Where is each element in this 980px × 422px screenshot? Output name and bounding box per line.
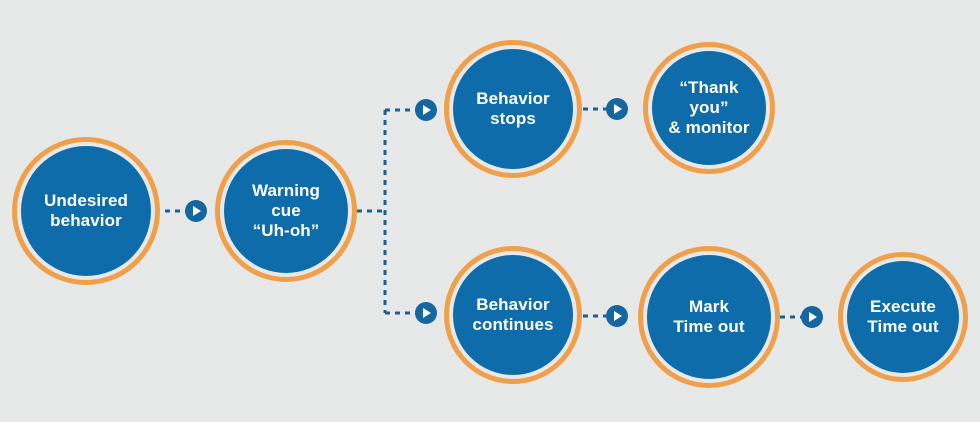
node-undesired-behavior[interactable]: Undesired behavior — [12, 137, 160, 285]
arrow-mark-to-execute[interactable] — [801, 306, 823, 328]
node-label-behavior-stops: Behavior stops — [476, 88, 550, 128]
arrow-undesired-to-warning[interactable] — [185, 200, 207, 222]
play-triangle-icon — [193, 206, 201, 216]
play-triangle-icon — [614, 311, 622, 321]
play-triangle-icon — [614, 104, 622, 114]
node-label-mark-time-out: Mark Time out — [673, 296, 745, 336]
play-triangle-icon — [423, 308, 431, 318]
play-triangle-icon — [423, 105, 431, 115]
node-behavior-stops[interactable]: Behavior stops — [444, 40, 582, 178]
arrow-branch-to-behavior-continues[interactable] — [415, 302, 437, 324]
arrow-continues-to-mark[interactable] — [606, 305, 628, 327]
node-label-execute-time-out: Execute Time out — [867, 296, 939, 336]
node-label-behavior-continues: Behavior continues — [472, 294, 554, 334]
node-mark-time-out[interactable]: Mark Time out — [638, 246, 780, 388]
node-label-warning-cue: Warning cue “Uh-oh” — [251, 180, 321, 241]
play-triangle-icon — [809, 312, 817, 322]
arrow-branch-to-behavior-stops[interactable] — [415, 99, 437, 121]
node-thank-you-monitor[interactable]: “Thank you” & monitor — [643, 42, 775, 174]
node-label-undesired-behavior: Undesired behavior — [43, 190, 129, 230]
node-behavior-continues[interactable]: Behavior continues — [444, 246, 582, 384]
arrow-stops-to-thank-you[interactable] — [606, 98, 628, 120]
node-label-thank-you-monitor: “Thank you” & monitor — [668, 77, 750, 138]
node-warning-cue[interactable]: Warning cue “Uh-oh” — [215, 140, 357, 282]
node-execute-time-out[interactable]: Execute Time out — [838, 252, 968, 382]
